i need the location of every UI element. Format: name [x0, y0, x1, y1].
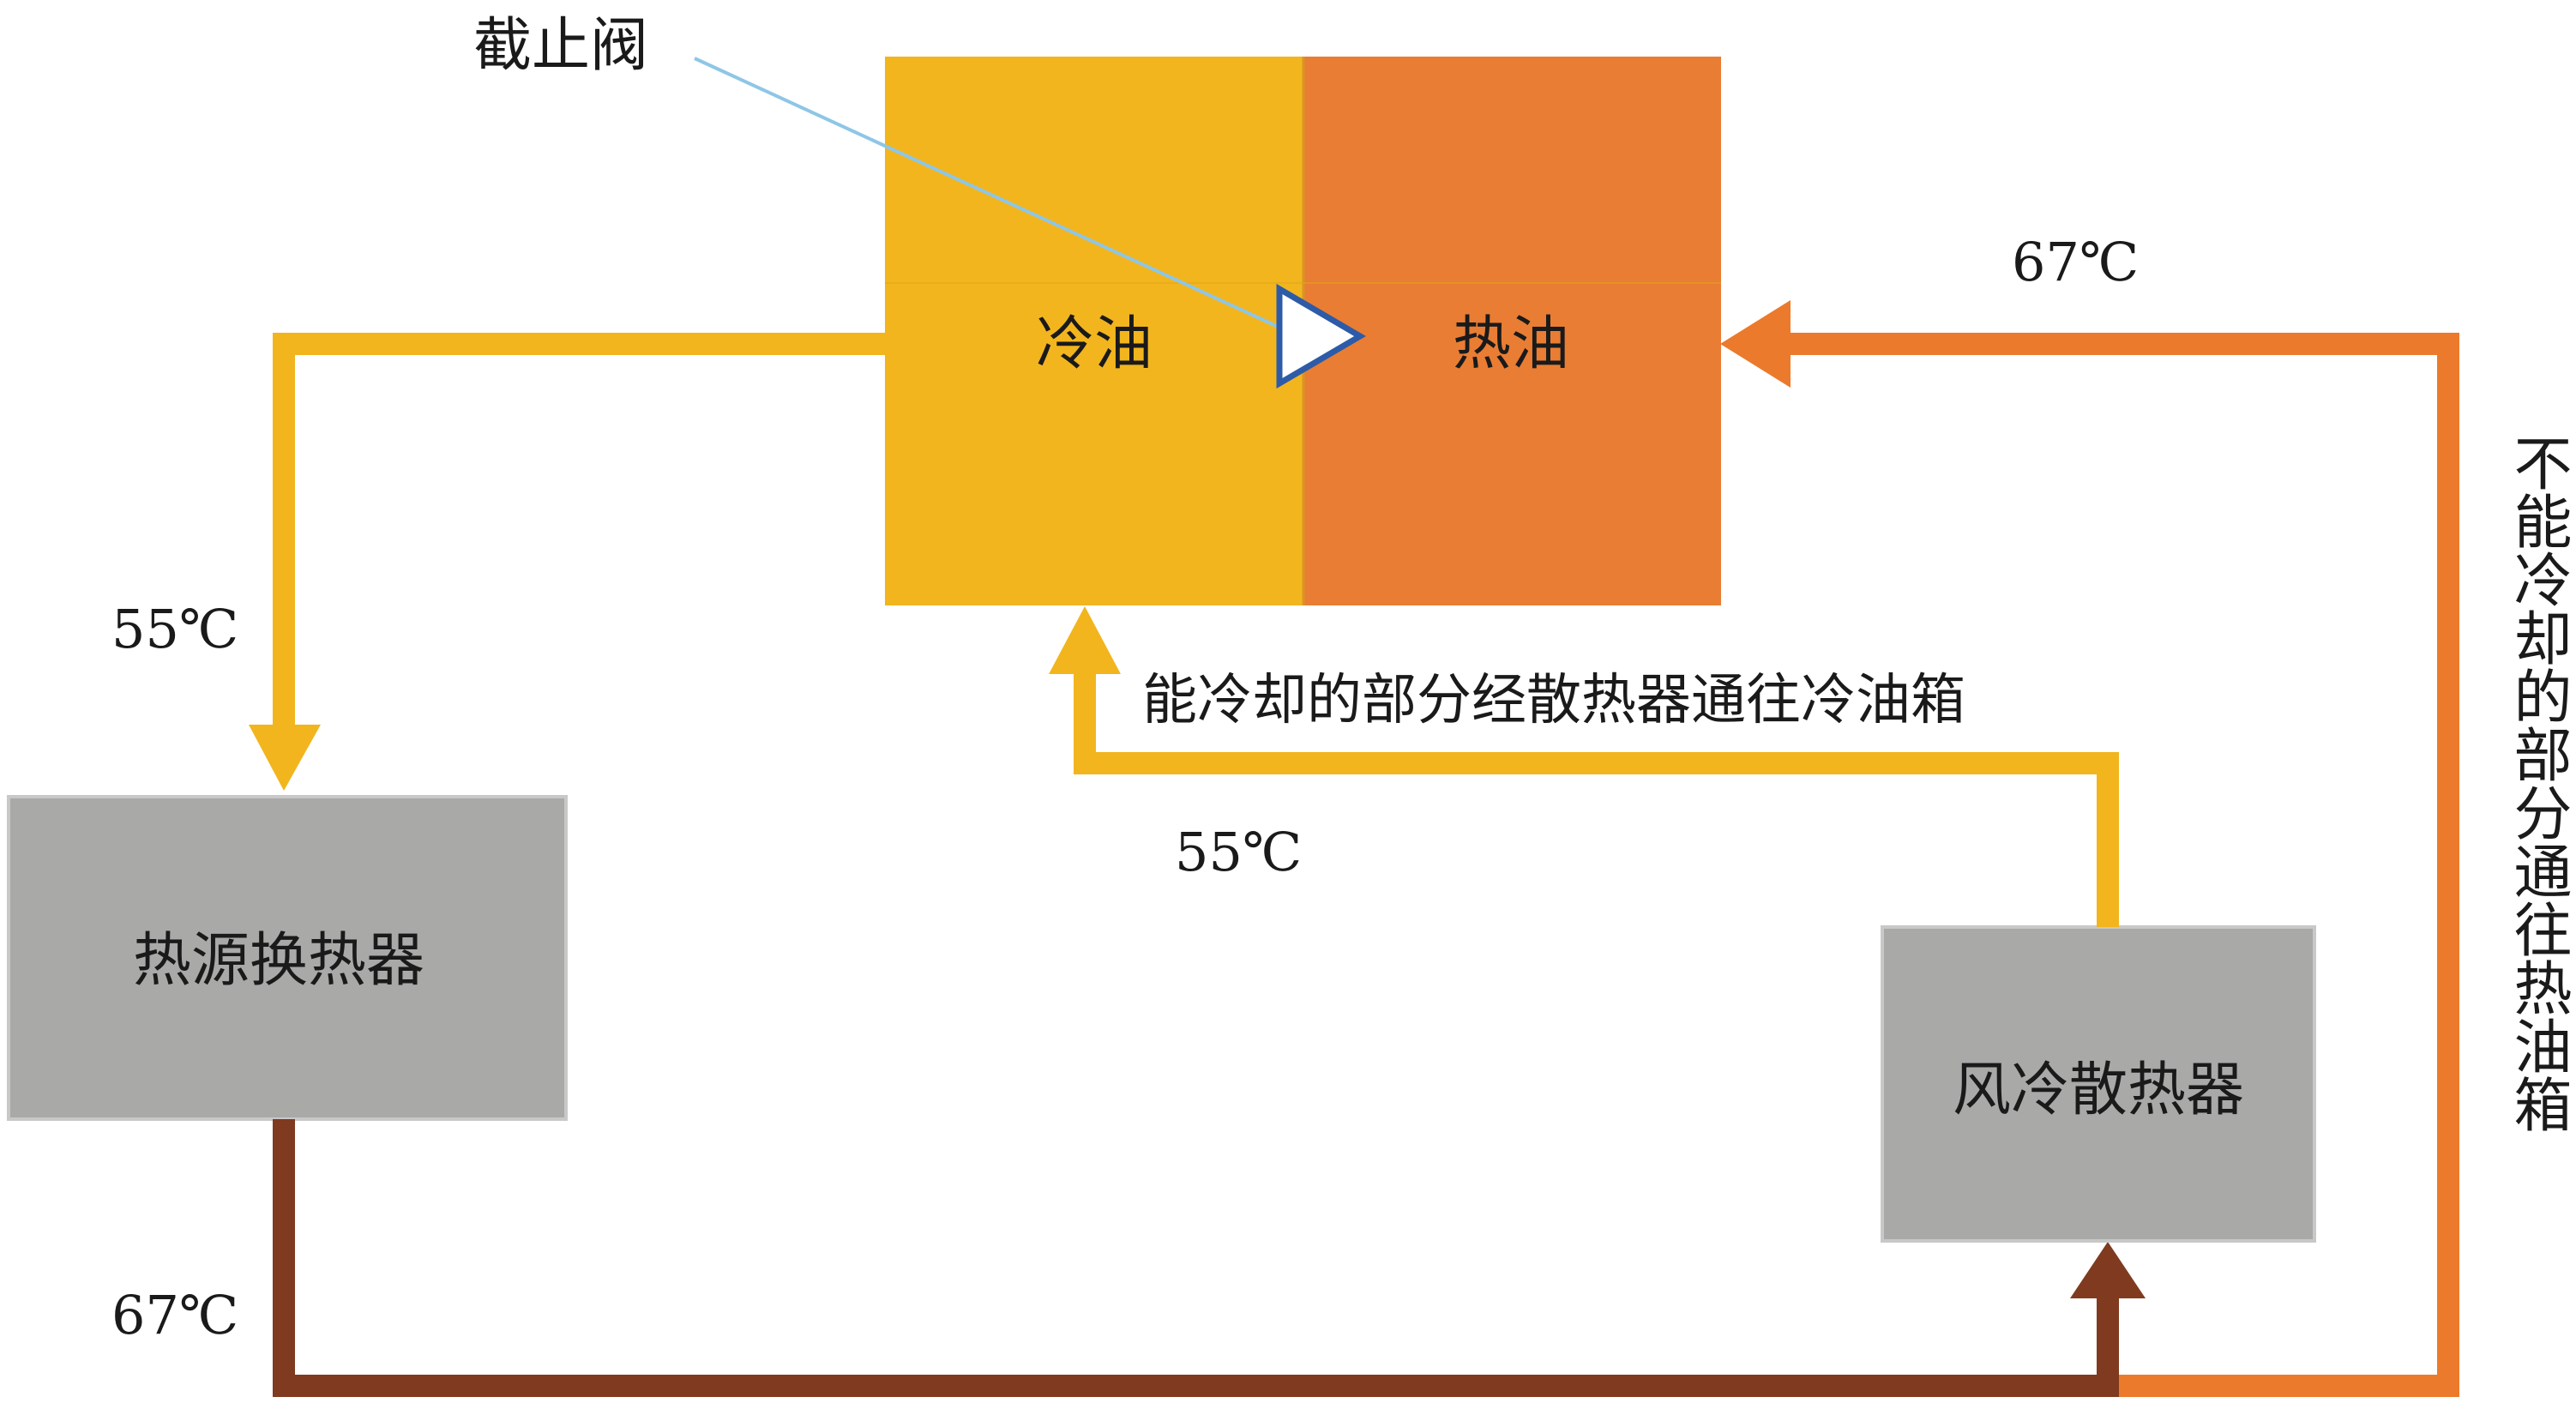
to-cold-tank-label: 能冷却的部分经散热器通往冷油箱	[1142, 669, 1965, 732]
air-cooler-box	[1881, 925, 2316, 1243]
hot-oil-label: 热油	[1453, 310, 1569, 378]
valve-label: 截止阀	[473, 12, 648, 80]
cold-supply-pipe	[273, 333, 885, 729]
heat-source-exchanger-label: 热源换热器	[133, 927, 424, 995]
heat-source-exchanger-box	[7, 795, 568, 1121]
air-cooler-label: 风冷散热器	[1953, 1057, 2244, 1124]
valve-icon	[1276, 283, 1366, 389]
hot-bypass-arrowhead	[1720, 300, 1791, 388]
temp-hot-bottom: 67℃	[111, 1284, 238, 1346]
temp-hot-right: 67℃	[2012, 231, 2139, 293]
cold-oil-label: 冷油	[1036, 310, 1153, 378]
hot-oil-tank	[1303, 57, 1721, 605]
valve-leader-line	[694, 57, 1296, 336]
return-pipe	[273, 1119, 2119, 1397]
hot-bypass-pipe	[1775, 333, 2459, 1397]
cold-supply-arrowhead	[249, 725, 321, 791]
return-arrowhead	[2070, 1242, 2146, 1298]
cold-oil-tank	[885, 57, 1303, 605]
cooled-return-pipe	[1074, 669, 2119, 927]
temp-cold-mid: 55℃	[1175, 821, 1302, 883]
to-hot-tank-label: 不能冷却的部分通往热油箱	[2503, 433, 2571, 1133]
cooled-return-arrowhead	[1049, 606, 1121, 674]
temp-cold-left: 55℃	[111, 598, 238, 660]
